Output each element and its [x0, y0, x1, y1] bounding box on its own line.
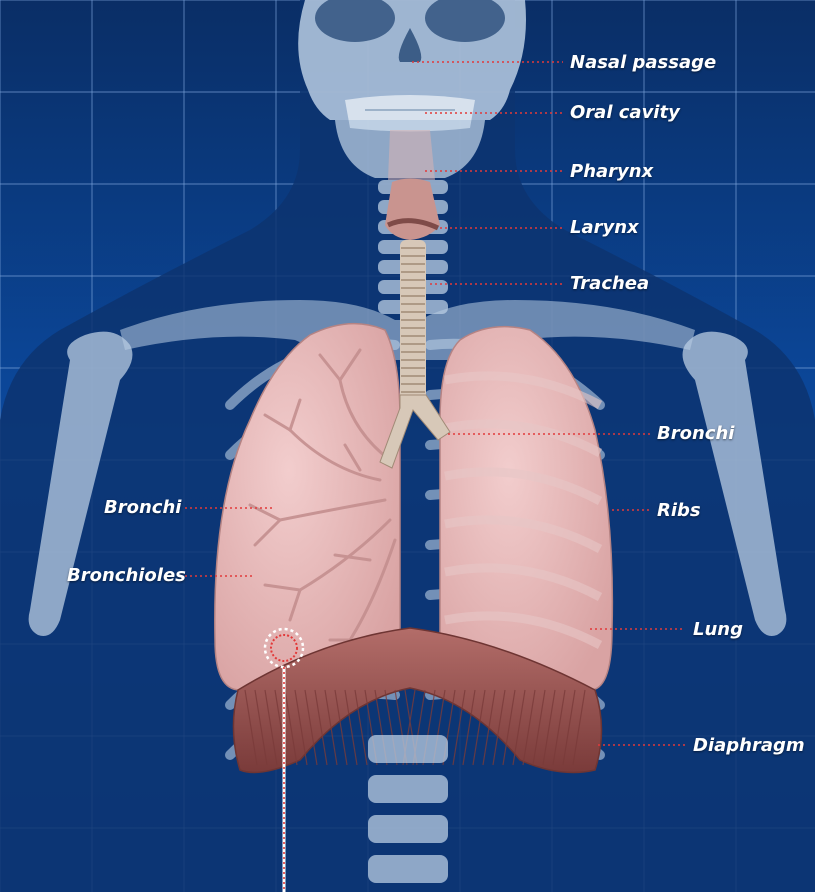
lower-vertebra: [368, 855, 448, 883]
lower-vertebra: [368, 815, 448, 843]
label-ribs: Ribs: [657, 500, 701, 521]
label-oral-cavity: Oral cavity: [570, 102, 680, 123]
label-lung: Lung: [693, 619, 743, 640]
label-trachea: Trachea: [570, 273, 649, 294]
label-bronchi-left: Bronchi: [104, 497, 181, 518]
label-diaphragm: Diaphragm: [693, 735, 805, 756]
label-bronchi-right: Bronchi: [657, 423, 734, 444]
lower-vertebra: [368, 775, 448, 803]
lower-vertebra: [368, 735, 448, 763]
label-bronchioles: Bronchioles: [67, 565, 186, 586]
pharynx-region: [388, 130, 435, 180]
label-larynx: Larynx: [570, 217, 639, 238]
label-nasal-passage: Nasal passage: [570, 52, 716, 73]
label-pharynx: Pharynx: [570, 161, 653, 182]
